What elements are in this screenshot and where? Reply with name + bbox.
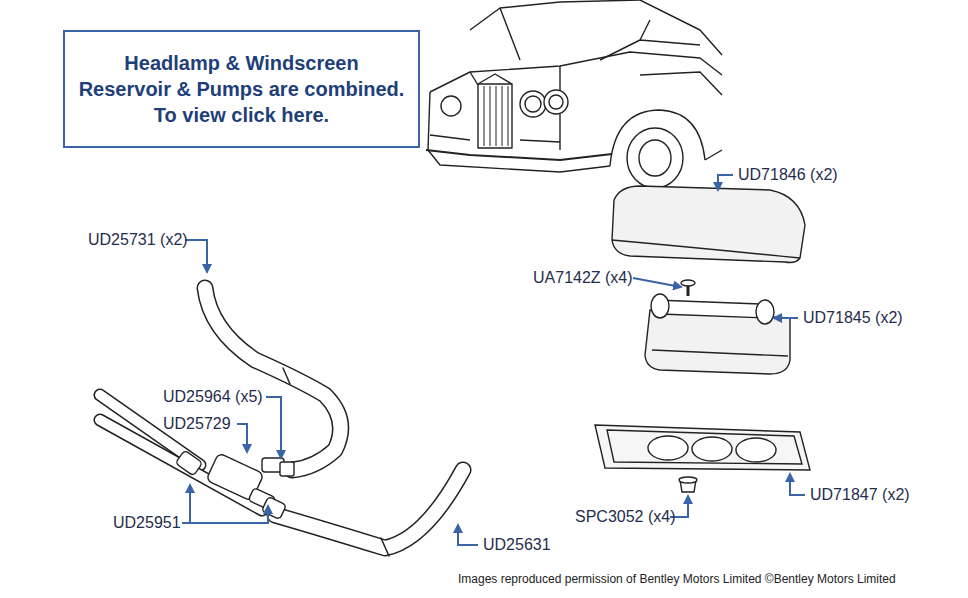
- part-number: UD25951: [113, 514, 181, 532]
- part-number: SPC3052 (x4): [575, 508, 676, 526]
- note-text: Headlamp & Windscreen Reservoir & Pumps …: [77, 50, 406, 128]
- part-number: UD25631: [483, 536, 551, 554]
- part-number: UD25731 (x2): [88, 231, 188, 249]
- lamp-drawing: [595, 186, 810, 492]
- part-number: UA7142Z (x4): [533, 269, 633, 287]
- copyright-note: Images reproduced permission of Bentley …: [458, 572, 896, 586]
- part-number: UD25729: [163, 415, 231, 433]
- note-box: Headlamp & Windscreen Reservoir & Pumps …: [63, 30, 420, 148]
- pump-drawing: [175, 450, 294, 519]
- car-drawing: [426, 0, 722, 188]
- part-number: UD71846 (x2): [738, 166, 838, 184]
- part-number: UD71847 (x2): [810, 486, 910, 504]
- leader-lines: [182, 175, 805, 545]
- part-number: UD25964 (x5): [163, 388, 263, 406]
- hose-drawing: [100, 288, 463, 556]
- part-number: UD71845 (x2): [803, 309, 903, 327]
